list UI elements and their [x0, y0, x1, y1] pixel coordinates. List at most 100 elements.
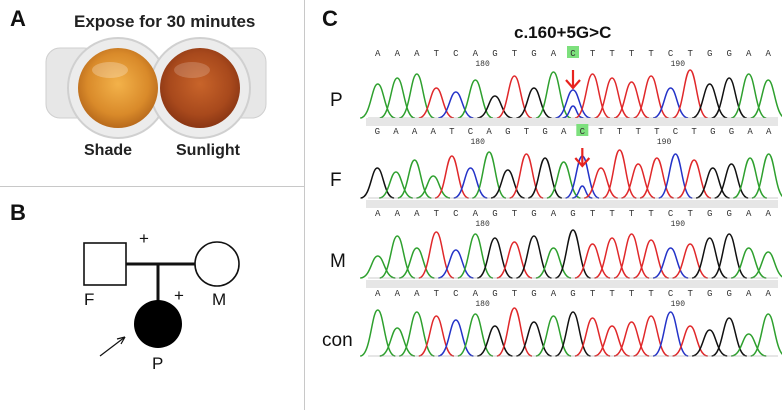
sequence-base: A — [766, 209, 772, 219]
chromatogram-peak — [457, 79, 494, 119]
chromatogram-peak — [516, 87, 552, 119]
sequence-base: A — [375, 49, 381, 59]
sequence-base: T — [609, 289, 615, 299]
row-label-f: F — [330, 170, 342, 191]
sequence-base: A — [412, 127, 418, 137]
chromatogram-peak — [418, 231, 455, 279]
sequence-base: G — [492, 49, 497, 59]
chromatogram-peak — [633, 315, 669, 357]
sequence-base: T — [687, 49, 693, 59]
chromatogram-peak — [516, 235, 552, 279]
sequence-base: G — [707, 209, 712, 219]
sequence-base: A — [551, 289, 557, 299]
sequence-base: C — [580, 127, 586, 137]
chromatogram-peak — [477, 325, 513, 357]
chromatogram-peak — [732, 157, 768, 199]
chromatogram-peak — [535, 71, 572, 119]
mutation-arrow-head — [574, 157, 591, 168]
chromatogram-peak — [613, 321, 650, 357]
chromatogram-peak — [613, 233, 650, 279]
chromatogram-peak — [672, 243, 708, 279]
sequence-base: C — [468, 127, 474, 137]
father-carrier-mark: + — [139, 229, 149, 248]
chromatogram-peak — [496, 241, 533, 279]
sequence-base: C — [570, 49, 576, 59]
chromatogram-peak — [496, 307, 533, 357]
sequence-base: T — [590, 289, 596, 299]
panel-a-title: Expose for 30 minutes — [74, 12, 256, 31]
chromatogram-peak — [457, 233, 494, 279]
sequence-base: G — [726, 289, 731, 299]
chromatogram-peak — [379, 77, 416, 119]
chromatogram-peak — [672, 69, 709, 119]
sequence-base: T — [687, 289, 693, 299]
chromatogram-peak — [583, 167, 618, 199]
sequence-base: A — [486, 127, 492, 137]
chromatogram-peak — [359, 309, 396, 357]
chromatogram-peak — [359, 83, 396, 119]
father-symbol — [83, 242, 127, 286]
sequence-base: C — [668, 209, 674, 219]
sequence-base: G — [726, 49, 731, 59]
chromatogram-peak — [730, 333, 767, 357]
chromatogram-peak — [438, 91, 474, 119]
sequence-band — [366, 200, 778, 208]
sequence-base: C — [453, 289, 459, 299]
proband-arrow — [99, 336, 126, 357]
sequence-base: T — [524, 127, 530, 137]
chromatogram-peak — [360, 255, 396, 279]
sequence-base: A — [395, 209, 401, 219]
chromatogram-peak — [639, 157, 674, 199]
panel-c-label: C — [322, 6, 338, 31]
chromatogram-peak — [730, 73, 767, 119]
pedigree-chart — [83, 241, 240, 357]
urine-photo — [45, 37, 267, 139]
heterozygous-peak — [572, 185, 593, 199]
chromatogram-peak — [477, 237, 513, 279]
sequence-base: A — [375, 289, 381, 299]
sequence-base: G — [492, 209, 497, 219]
position-label-190: 190 — [671, 300, 686, 309]
sequence-base: A — [473, 49, 479, 59]
chromatogram-peak — [397, 159, 432, 199]
position-label-180: 180 — [475, 300, 490, 309]
sequence-base: A — [746, 289, 752, 299]
sequence-base: A — [414, 289, 420, 299]
sequence-base: T — [434, 209, 440, 219]
sequence-base: A — [766, 49, 772, 59]
sequence-base: A — [747, 127, 753, 137]
chromatogram-peak — [379, 327, 416, 357]
chromatogram-peak — [516, 321, 552, 357]
shade-caption: Shade — [84, 142, 133, 159]
sequence-base: G — [729, 127, 734, 137]
sequence-base: T — [512, 49, 518, 59]
chromatogram-peak — [555, 89, 591, 119]
chromatogram-peak — [379, 235, 416, 279]
sequence-base: A — [395, 49, 401, 59]
sequence-base: G — [707, 289, 712, 299]
chromatogram-peak — [555, 229, 591, 279]
chromatogram-peak — [453, 167, 488, 199]
sequence-base: C — [453, 49, 459, 59]
chromatogram-peak — [399, 247, 435, 279]
sequence-base: T — [609, 49, 615, 59]
sequence-base: A — [431, 127, 437, 137]
sequence-base: T — [654, 127, 660, 137]
chromatogram-peak — [714, 163, 749, 199]
position-label-180: 180 — [471, 138, 486, 147]
sequence-base: A — [766, 127, 772, 137]
sequence-base: T — [687, 209, 693, 219]
proband-symbol — [134, 300, 182, 348]
sequence-base: G — [505, 127, 510, 137]
chromatogram-peak — [672, 325, 708, 357]
chromatogram-peak — [535, 247, 572, 279]
chromatogram-peak — [509, 153, 544, 199]
sequence-base: A — [473, 209, 479, 219]
chromatogram-peak — [416, 175, 451, 199]
sequence-base: C — [453, 209, 459, 219]
chromatogram-peak — [652, 247, 689, 279]
chromatogram-peak — [434, 155, 469, 199]
chromatogram-peak — [750, 313, 782, 357]
sunlight-caption: Sunlight — [176, 142, 240, 159]
